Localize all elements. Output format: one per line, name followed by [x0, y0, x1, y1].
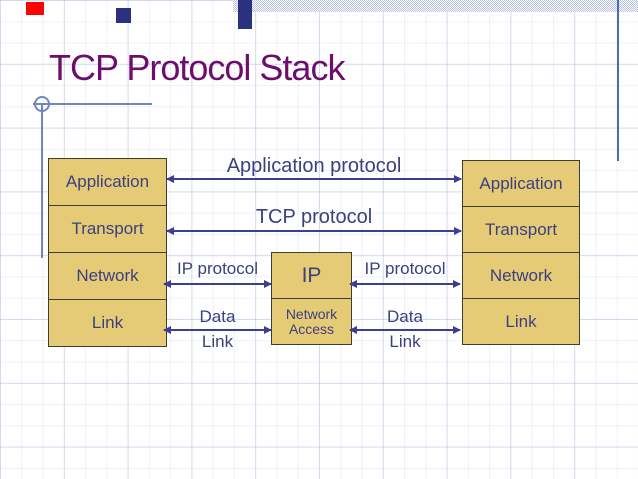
red-accent-square	[26, 2, 44, 15]
data-link-label-right-line2: Link	[389, 332, 421, 351]
left-layer-transport: Transport	[49, 206, 166, 253]
application-protocol-arrow	[166, 175, 462, 183]
data-link-label-left-line2: Link	[201, 332, 234, 351]
protocol-stack-right: Application Transport Network Link	[462, 160, 580, 345]
right-vertical-line	[617, 0, 619, 161]
right-layer-transport: Transport	[463, 207, 579, 253]
title-underline	[33, 103, 152, 105]
protocol-stack-left: Application Transport Network Link	[48, 158, 167, 347]
ip-protocol-label-left: IP protocol	[177, 259, 258, 278]
right-layer-link: Link	[505, 311, 537, 331]
tcp-protocol-arrow	[166, 227, 462, 235]
navy-accent-rect	[238, 0, 252, 29]
network-access-line2: Access	[288, 320, 335, 337]
ornament-vertical-line	[41, 104, 43, 258]
right-layer-network: Network	[463, 253, 579, 299]
left-layer-link: Link	[91, 313, 124, 332]
top-lavender-band	[233, 0, 638, 12]
router-box: IP Network Access	[271, 252, 352, 345]
ip-protocol-arrow-right	[349, 280, 461, 288]
application-protocol-label: Application protocol	[226, 155, 402, 177]
ip-protocol-arrow-left	[163, 280, 272, 288]
data-link-arrow-left	[163, 326, 272, 334]
network-access-line1: Network	[285, 305, 338, 322]
tcp-protocol-label: TCP protocol	[255, 206, 373, 228]
left-layer-application: Application	[49, 159, 166, 206]
navy-accent-square	[116, 8, 131, 23]
right-layer-application: Application	[463, 161, 579, 207]
data-link-label-right-line1: Data	[387, 307, 423, 326]
ornament-circle-icon	[34, 96, 50, 112]
router-network-access-layer: Network Access	[272, 299, 351, 344]
data-link-arrow-right	[349, 326, 461, 334]
router-ip-layer: IP	[272, 253, 351, 299]
data-link-label-left-line1: Data	[199, 307, 236, 326]
ip-protocol-label-right: IP protocol	[364, 259, 446, 278]
left-layer-network: Network	[49, 253, 166, 300]
slide-title: TCP Protocol Stack	[49, 47, 345, 88]
